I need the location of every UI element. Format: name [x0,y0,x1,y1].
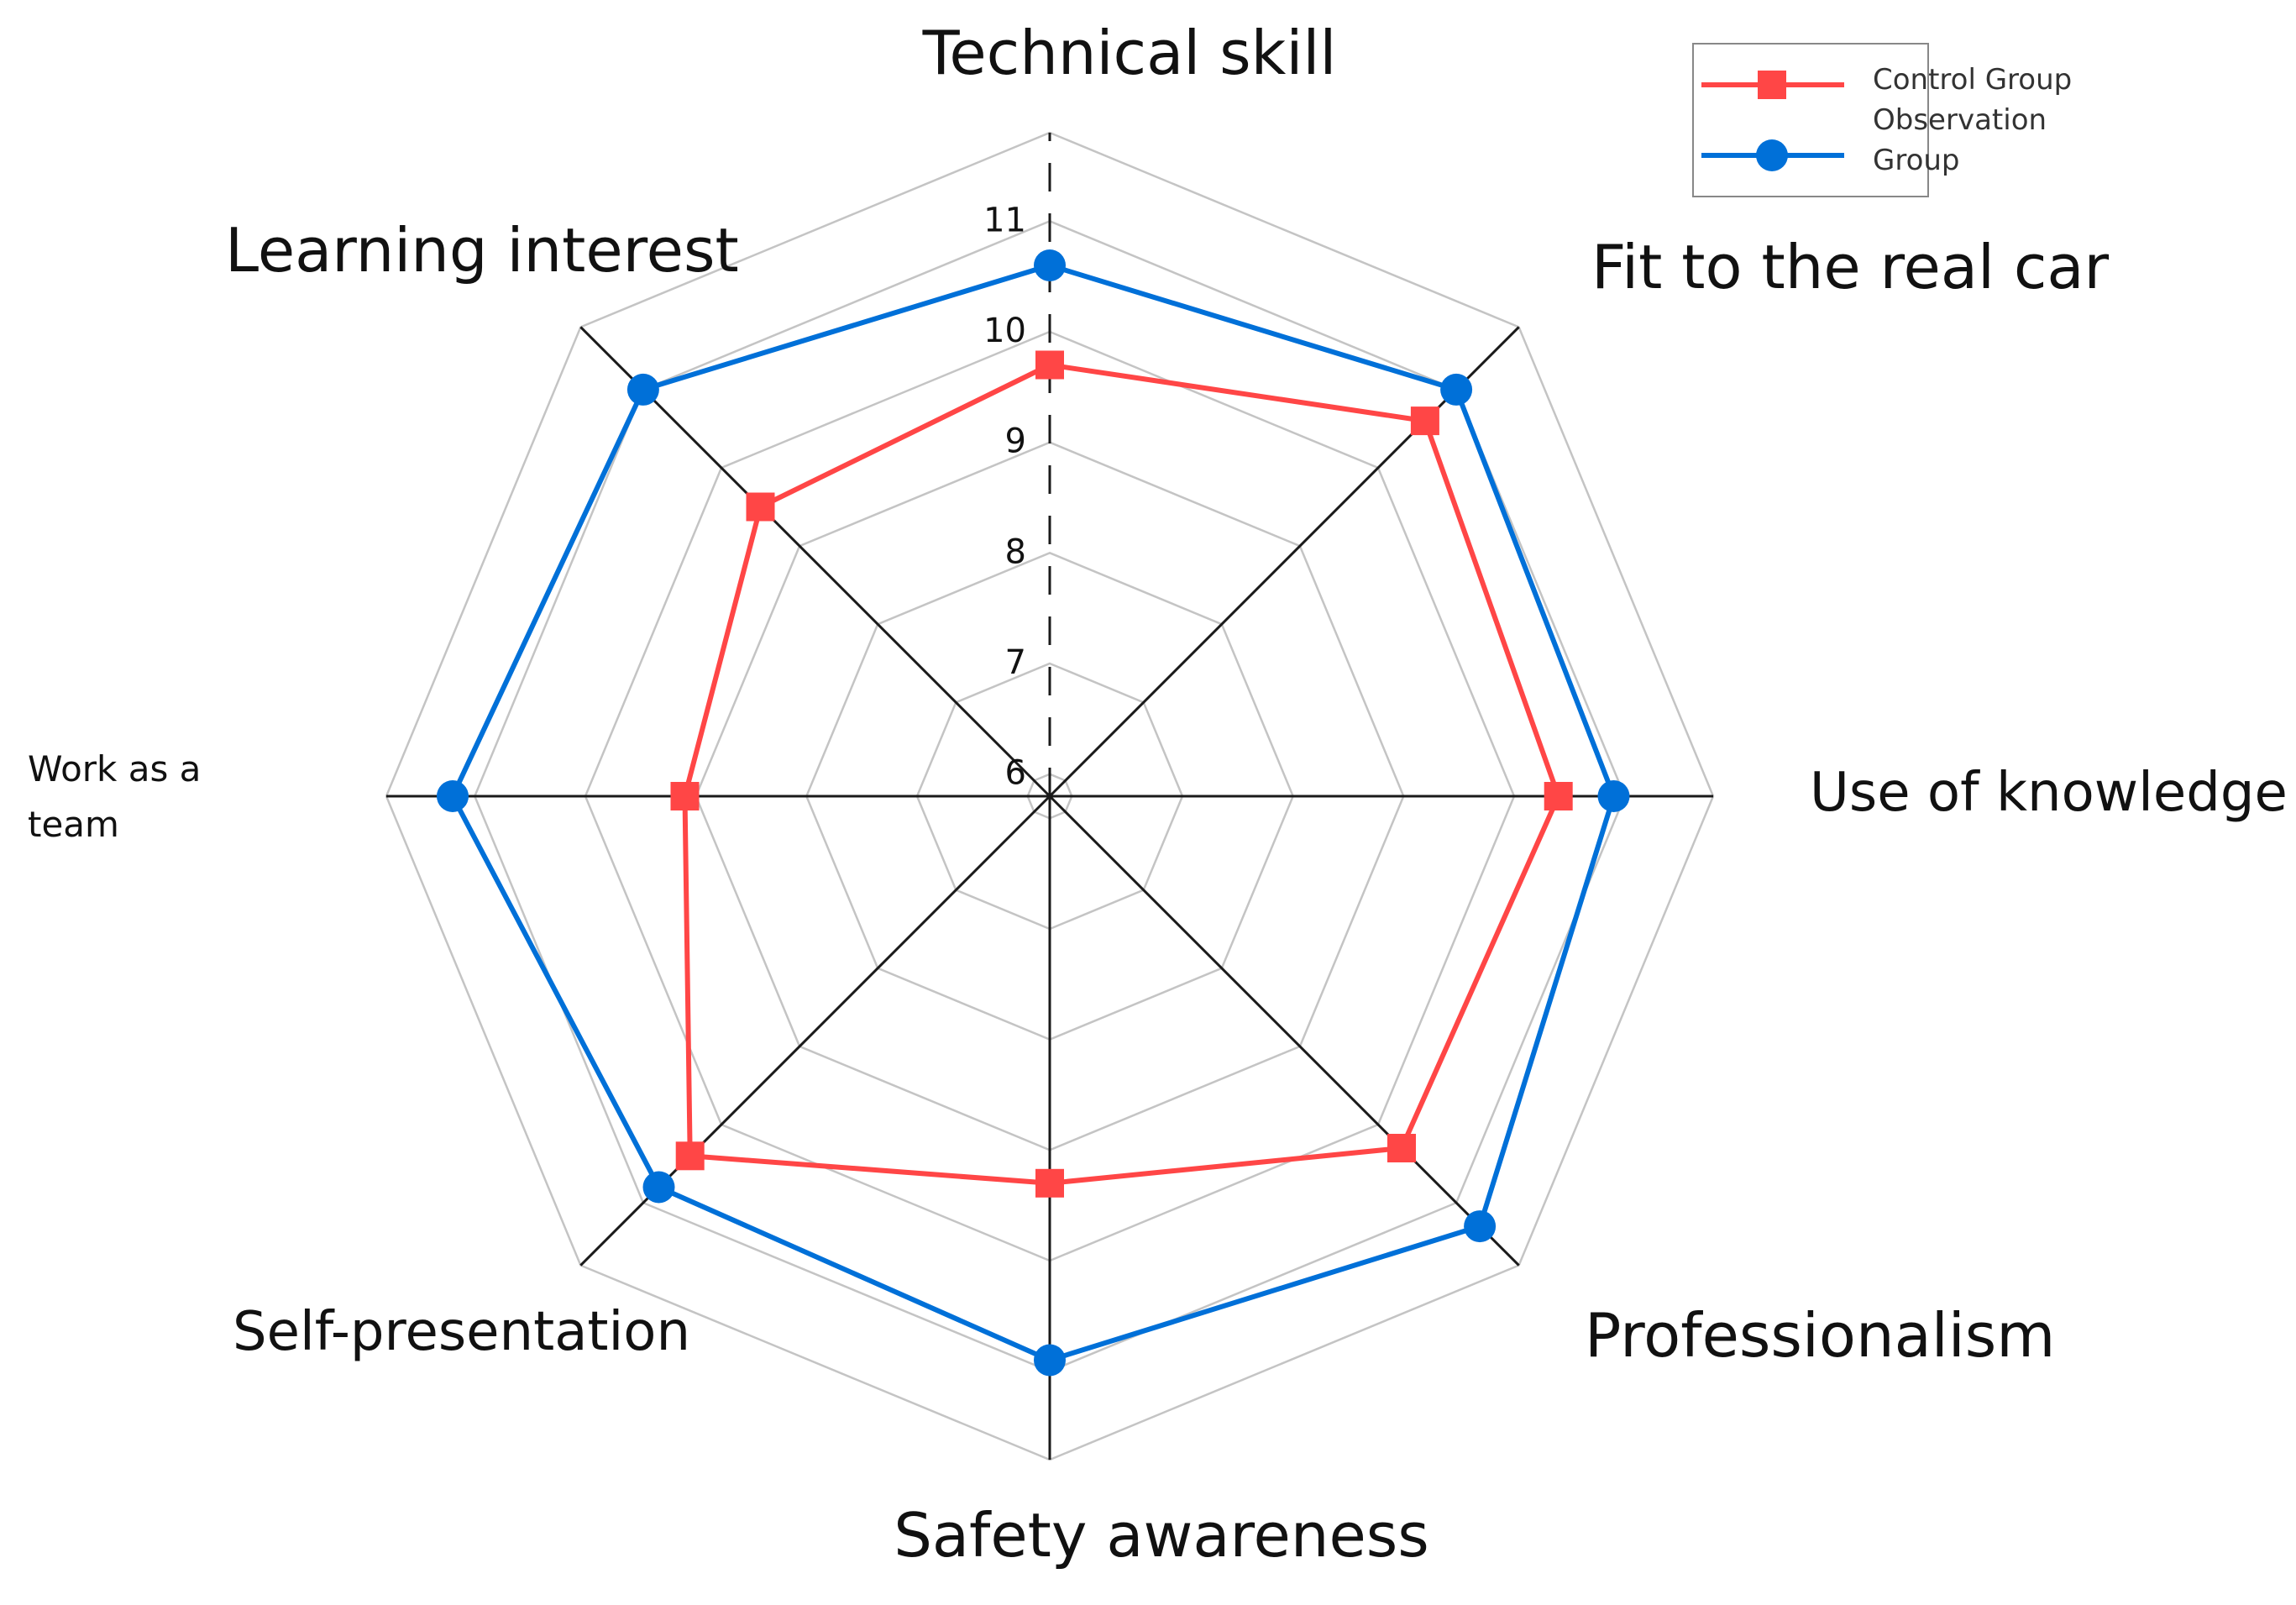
data-point-control-group-safety-awareness [1035,1168,1064,1198]
tick-label-6: 6 [1005,754,1026,793]
data-point-observation-group-safety-awareness [1034,1344,1066,1377]
radar-series [437,249,1630,1377]
legend-box [1692,43,1929,197]
tick-label-7: 7 [1005,643,1026,682]
radial-ticks: 6 7 8 9 10 11 [983,201,1026,792]
data-point-control-group-technical-skill [1035,350,1064,380]
axis-labels: Technical skill Fit to the real car Use … [28,18,2288,1571]
data-point-observation-group-self-presentation [642,1171,675,1204]
data-point-control-group-fit-to-the-real-car [1410,406,1439,436]
series-observation-group [437,249,1630,1377]
data-point-observation-group-technical-skill [1034,249,1066,281]
data-point-control-group-self-presentation [675,1141,705,1171]
data-point-observation-group-fit-to-the-real-car [1440,373,1473,406]
tick-label-10: 10 [983,312,1026,350]
radar-axes [386,133,1713,1460]
axis-label-learning-interest: Learning interest [225,215,739,286]
axis-label-fit-to-the-real-car: Fit to the real car [1591,232,2110,302]
axis-line-learning-interest [579,326,1051,798]
axis-line-fit-to-the-real-car [1048,326,1520,798]
tick-label-8: 8 [1005,532,1026,571]
data-point-observation-group-use-of-knowledge [1597,780,1630,812]
axis-label-technical-skill: Technical skill [922,18,1337,88]
data-point-observation-group-learning-interest [626,373,659,406]
tick-label-11: 11 [983,201,1026,239]
axis-label-use-of-knowledge: Use of knowledge [1810,762,2288,824]
series-control-group [670,350,1573,1198]
axis-line-professionalism [1048,795,1520,1267]
data-point-observation-group-professionalism [1464,1210,1497,1243]
data-point-control-group-work-as-a-team [670,782,700,810]
legend-marker-observation-group [1756,139,1788,171]
data-point-control-group-learning-interest [746,492,775,522]
data-point-observation-group-work-as-a-team [437,780,469,812]
data-point-control-group-use-of-knowledge [1544,782,1573,810]
axis-label-safety-awareness: Safety awareness [894,1500,1429,1571]
legend-label-control-group: Control Group [1873,63,2072,97]
tick-label-9: 9 [1005,422,1026,461]
legend-marker-control-group [1758,71,1786,99]
data-point-control-group-professionalism [1387,1134,1416,1162]
axis-label-professionalism: Professionalism [1585,1300,2055,1371]
axis-label-self-presentation: Self-presentation [233,1301,690,1363]
